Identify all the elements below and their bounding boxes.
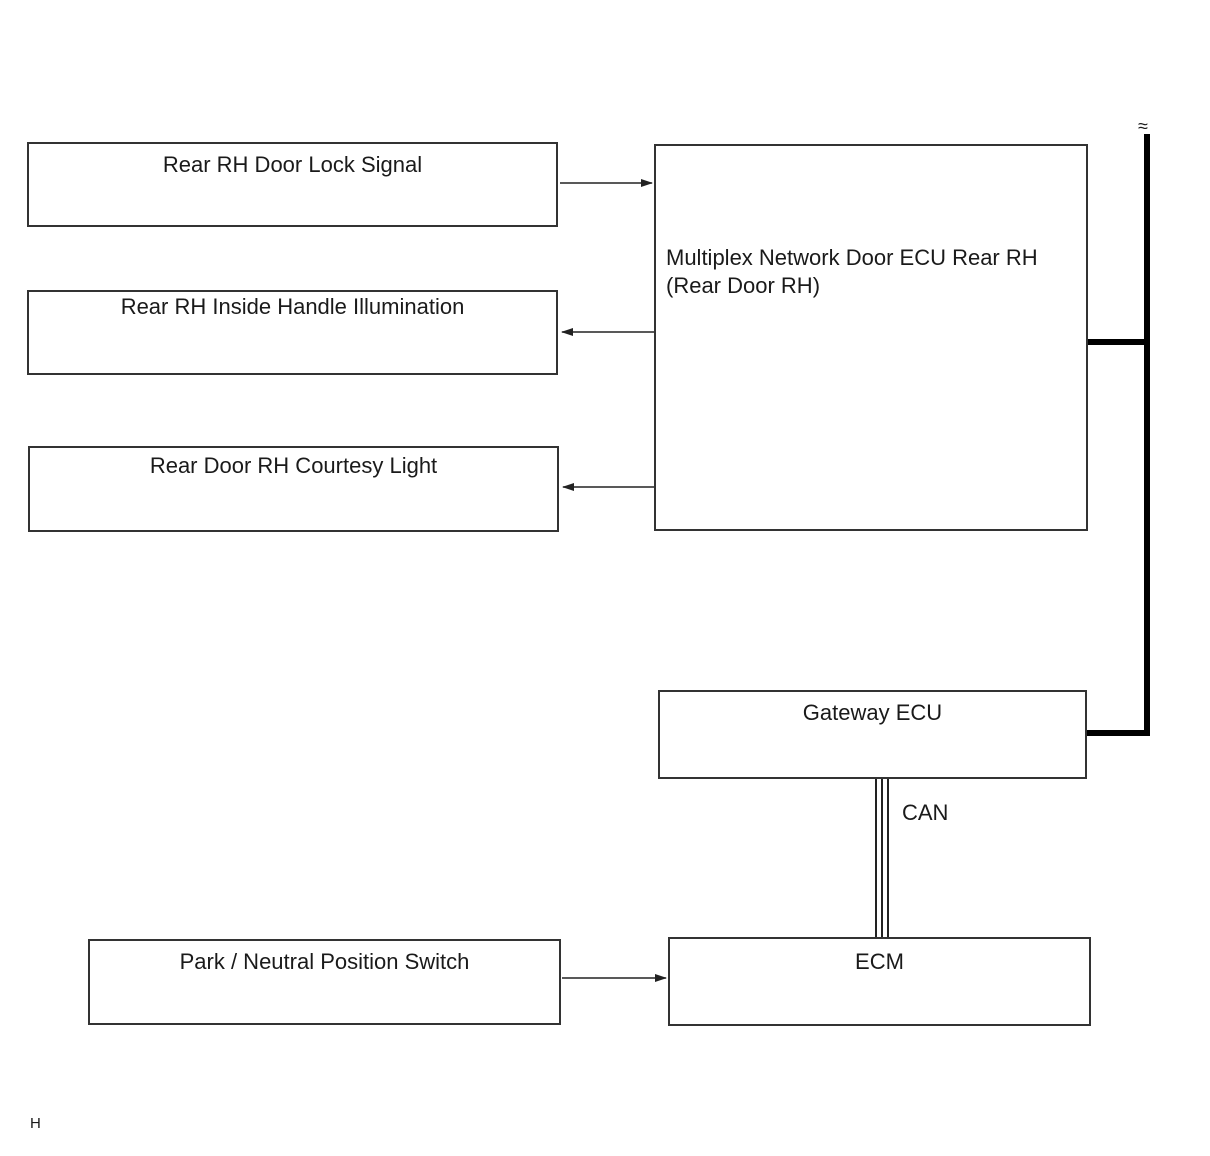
inside-handle-illumination-label: Rear RH Inside Handle Illumination [120, 294, 465, 319]
inside-handle-illumination-box: Rear RH Inside Handle Illumination [27, 290, 558, 375]
can-bus-label: CAN [902, 800, 949, 825]
ecm-box: ECM [668, 937, 1091, 1026]
multiplex-door-ecu-label-line1: Multiplex Network Door ECU Rear RH [666, 245, 1038, 270]
door-lock-signal-label: Rear RH Door Lock Signal [162, 152, 423, 177]
corner-mark: H [30, 1115, 41, 1132]
ecm-label: ECM [855, 949, 904, 974]
park-neutral-switch-label: Park / Neutral Position Switch [179, 949, 470, 974]
can-bus-lines [875, 779, 889, 937]
door-lock-signal-box: Rear RH Door Lock Signal [27, 142, 558, 227]
bus-break-symbol: ≈ [1138, 116, 1148, 136]
gateway-ecu-box: Gateway ECU [658, 690, 1087, 779]
courtesy-light-label: Rear Door RH Courtesy Light [149, 453, 438, 478]
multiplex-door-ecu-label: Multiplex Network Door ECU Rear RH (Rear… [666, 244, 1038, 300]
multiplex-bus [1086, 134, 1150, 736]
courtesy-light-box: Rear Door RH Courtesy Light [28, 446, 559, 532]
multiplex-door-ecu-label-line2: (Rear Door RH) [666, 273, 821, 298]
park-neutral-switch-box: Park / Neutral Position Switch [88, 939, 561, 1025]
gateway-ecu-label: Gateway ECU [802, 700, 943, 725]
multiplex-door-ecu-box: Multiplex Network Door ECU Rear RH (Rear… [654, 144, 1088, 531]
